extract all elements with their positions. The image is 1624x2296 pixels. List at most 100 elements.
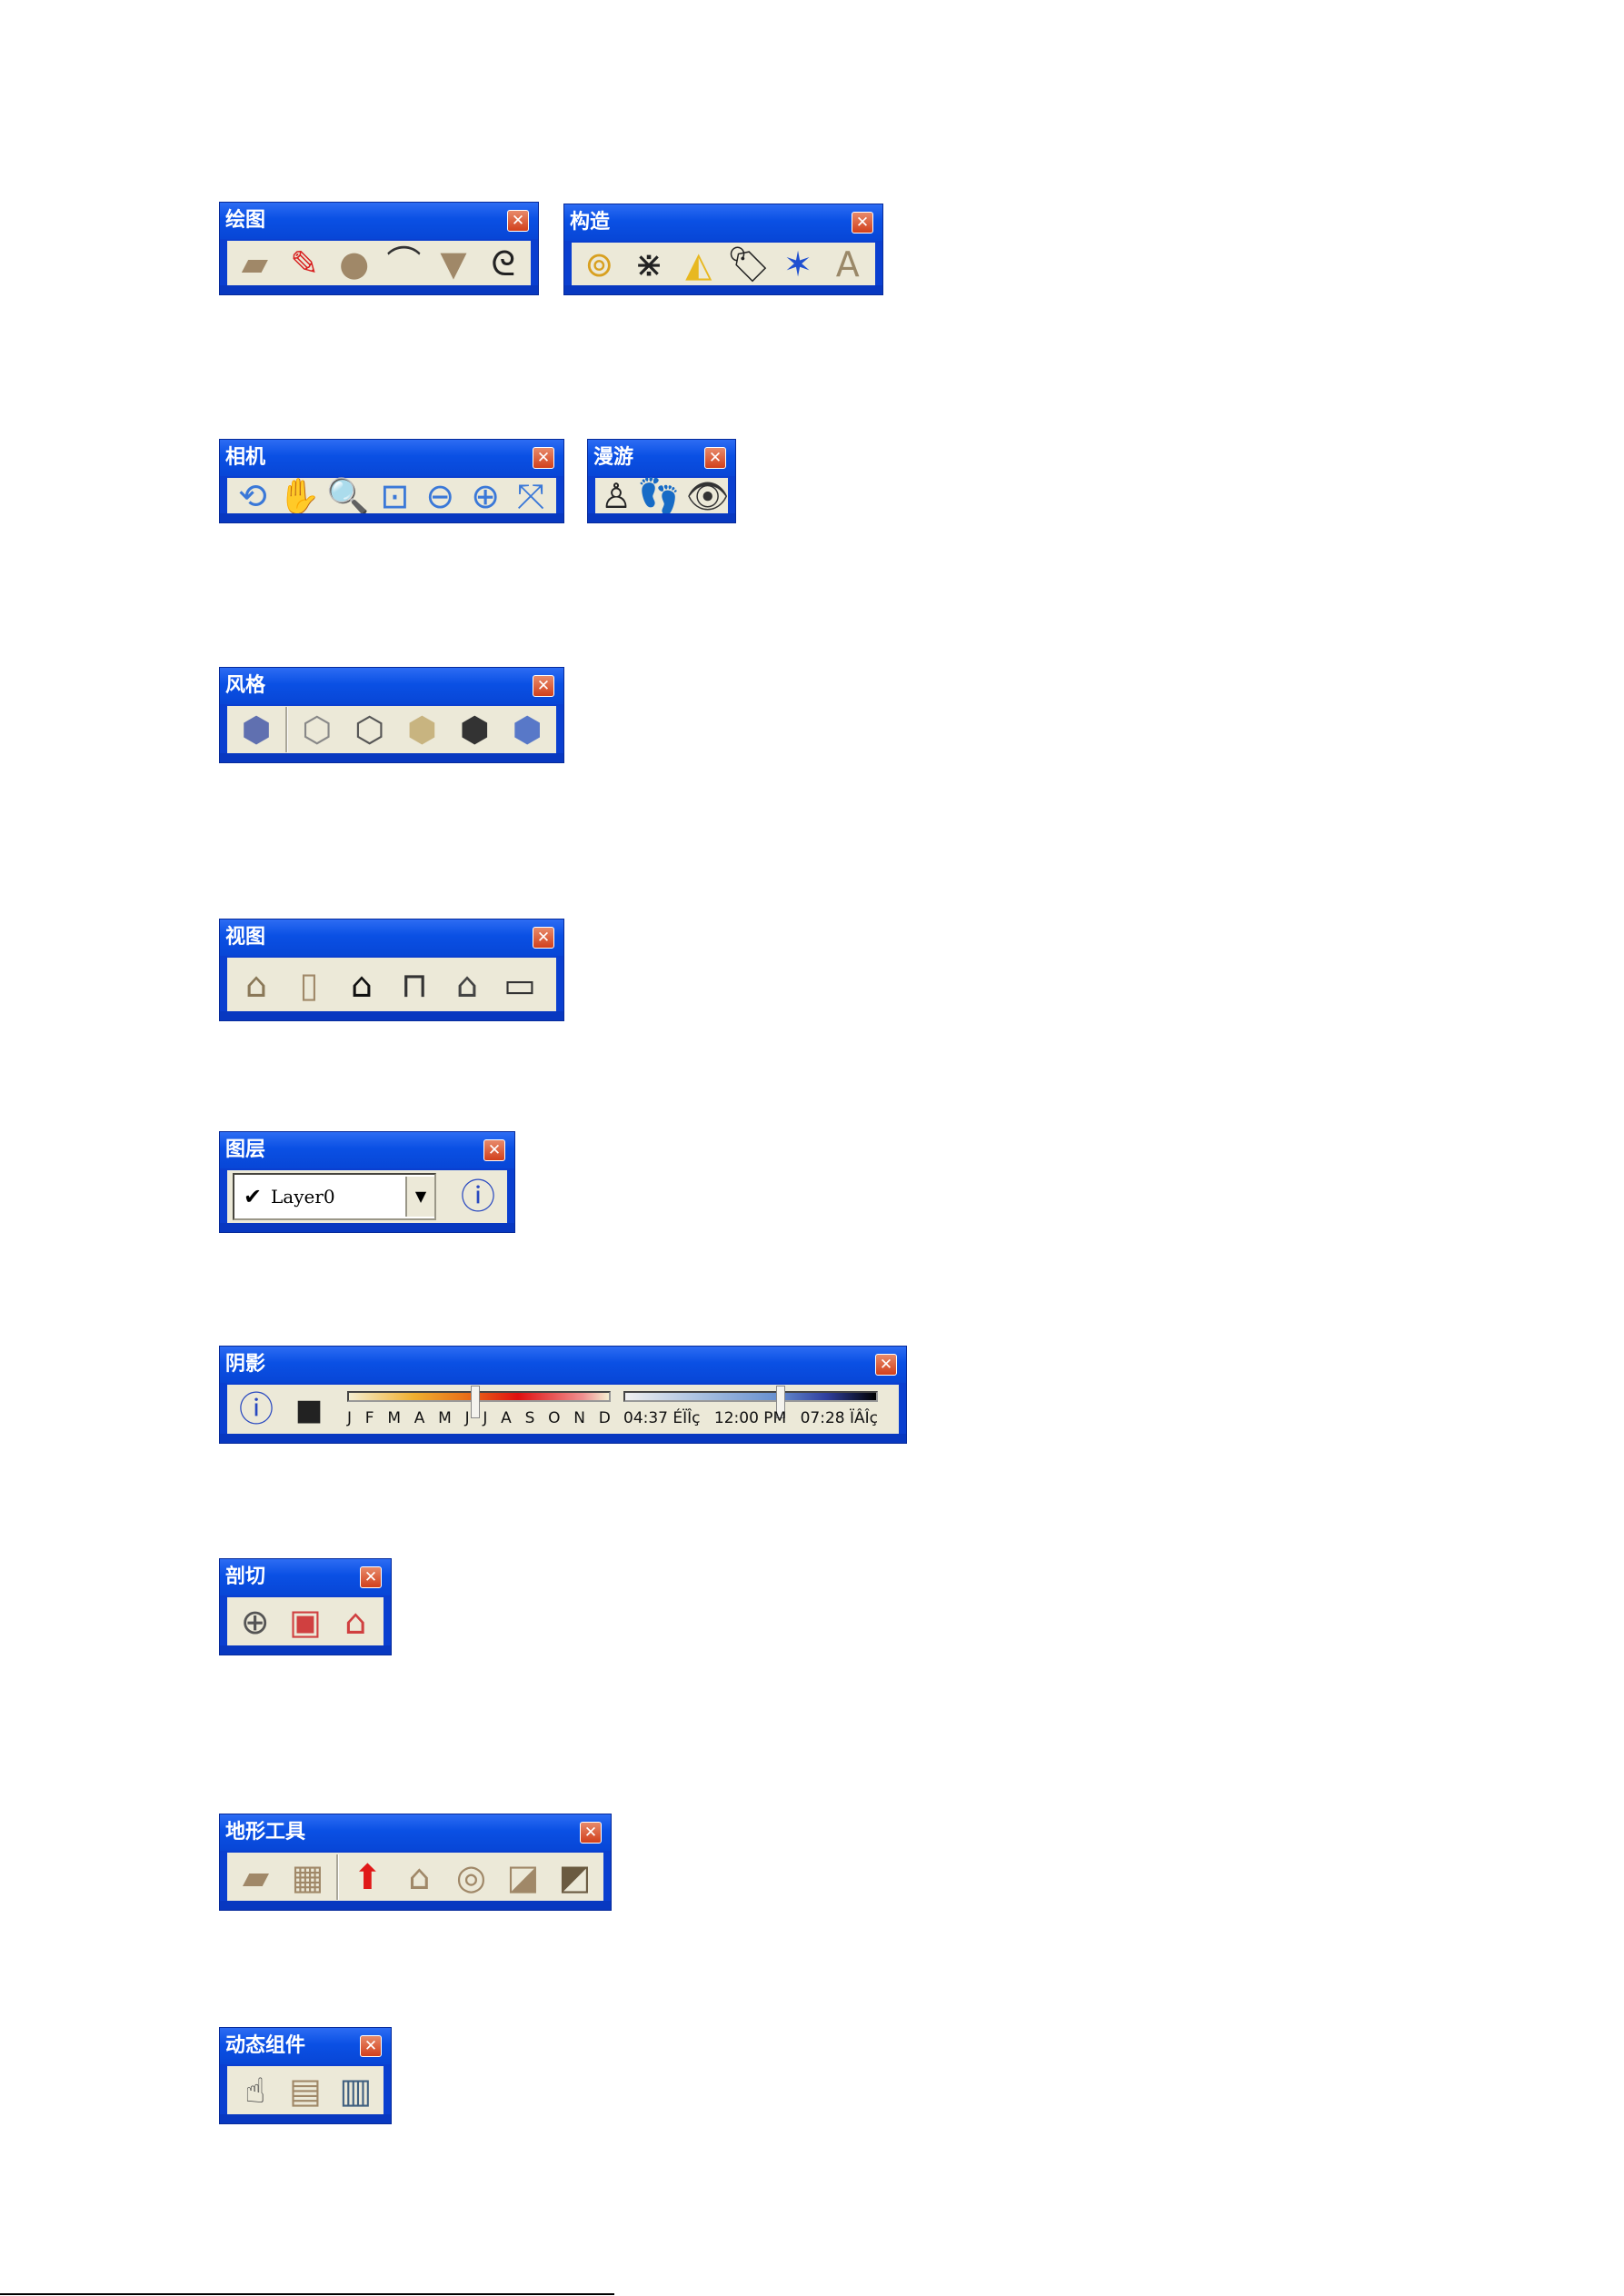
close-button[interactable]: ✕ xyxy=(852,212,873,234)
drape-icon[interactable]: ◎ xyxy=(455,1856,487,1897)
next-view-icon[interactable]: ⊕ xyxy=(471,475,501,516)
front-view-icon[interactable]: ⌂ xyxy=(350,964,374,1005)
toolbar-title-bar[interactable]: 漫游 ✕ xyxy=(588,440,735,476)
close-button[interactable]: ✕ xyxy=(483,1139,505,1161)
toolbar-title-bar[interactable]: 视图 ✕ xyxy=(220,919,563,956)
previous-view-icon[interactable]: ⊖ xyxy=(425,475,455,516)
toolbar-bottom-border xyxy=(220,1901,611,1910)
shaded-icon[interactable]: ⬢ xyxy=(406,710,437,750)
toolbar-bottom-border xyxy=(220,753,563,762)
month-label: A xyxy=(413,1409,425,1427)
time-slider-thumb[interactable] xyxy=(776,1386,785,1418)
left-view-icon[interactable]: ▭ xyxy=(503,964,536,1005)
toolbar-body: ⊕ ▣ ⌂ xyxy=(227,1597,384,1645)
component-attributes-icon[interactable]: ▥ xyxy=(339,2070,373,2111)
layer-dropdown-value: Layer0 xyxy=(271,1186,335,1208)
toolbar-title: 绘图 xyxy=(225,209,266,232)
close-button[interactable]: ✕ xyxy=(360,1566,382,1588)
back-view-icon[interactable]: ⌂ xyxy=(455,964,479,1005)
section-cuts-icon[interactable]: ▣ xyxy=(289,1601,322,1642)
section-fill-icon[interactable]: ⌂ xyxy=(344,1601,367,1642)
pan-icon[interactable]: ✋ xyxy=(277,475,322,516)
shaded-texture-icon[interactable]: ⬢ xyxy=(459,710,490,750)
time-slider-track xyxy=(623,1391,878,1402)
stamp-icon[interactable]: ⌂ xyxy=(408,1856,431,1897)
top-view-icon[interactable]: ⊓ xyxy=(401,964,428,1005)
toolbar-title-bar[interactable]: 图层 ✕ xyxy=(220,1132,514,1168)
zoom-extents-icon[interactable]: ⤧ xyxy=(516,475,545,516)
toolbar-title-bar[interactable]: 绘图 ✕ xyxy=(220,203,538,239)
toolbar-title-bar[interactable]: 风格✕ xyxy=(220,668,563,704)
toolbar-title: 构造 xyxy=(570,211,611,234)
toolbar-title-bar[interactable]: 地形工具✕ xyxy=(220,1814,611,1851)
toolbar-title: 漫游 xyxy=(593,446,634,469)
zoom-icon[interactable]: 🔍 xyxy=(326,475,370,516)
toolbar-title-bar[interactable]: 相机✕ xyxy=(220,440,563,476)
arc-icon[interactable]: ⌒ xyxy=(386,243,422,283)
polygon-icon[interactable]: ▼ xyxy=(440,243,467,283)
page-divider-line xyxy=(0,2293,614,2295)
layer-manager-icon[interactable]: ⓘ xyxy=(460,1177,495,1217)
interact-icon[interactable]: ☝ xyxy=(244,2070,266,2111)
close-button[interactable]: ✕ xyxy=(507,210,529,232)
component-options-icon[interactable]: ▤ xyxy=(289,2070,322,2111)
dimension-icon[interactable]: ⋇ xyxy=(634,244,663,284)
axes-icon[interactable]: ✶ xyxy=(783,244,812,284)
toolbar-title-bar[interactable]: 动态组件✕ xyxy=(220,2028,391,2064)
orbit-icon[interactable]: ⟲ xyxy=(238,475,267,516)
monochrome-icon[interactable]: ⬢ xyxy=(512,710,543,750)
tape-measure-icon[interactable]: ⊚ xyxy=(584,244,614,284)
wireframe-icon[interactable]: ⬡ xyxy=(302,710,333,750)
iso-view-icon[interactable]: ⌂ xyxy=(244,964,268,1005)
protractor-icon[interactable]: ◭ xyxy=(685,244,712,284)
close-button[interactable]: ✕ xyxy=(704,447,726,469)
month-label: O xyxy=(548,1409,561,1427)
xray-icon[interactable]: ⬢ xyxy=(241,710,272,750)
flip-edge-icon[interactable]: ◩ xyxy=(558,1856,592,1897)
toolbar-title-bar[interactable]: 构造 ✕ xyxy=(564,204,882,241)
close-button[interactable]: ✕ xyxy=(580,1822,602,1844)
rectangle-icon[interactable]: ▰ xyxy=(241,243,268,283)
position-camera-icon[interactable]: ♙ xyxy=(601,475,633,516)
from-scratch-icon[interactable]: ▦ xyxy=(291,1856,324,1897)
toolbar-body: ✔Layer0▼ⓘ xyxy=(227,1170,507,1223)
toolbar-bottom-border xyxy=(220,1434,906,1443)
month-label: F xyxy=(364,1409,374,1427)
zoom-window-icon[interactable]: ⊡ xyxy=(380,475,410,516)
toolbar-title: 视图 xyxy=(225,926,266,949)
circle-icon[interactable]: ● xyxy=(339,243,370,283)
close-button[interactable]: ✕ xyxy=(533,675,554,697)
walk-icon[interactable]: 👣 xyxy=(637,475,681,516)
toolbar-title-bar[interactable]: 剖切✕ xyxy=(220,1559,391,1595)
hidden-line-icon[interactable]: ⬡ xyxy=(354,710,385,750)
month-label: M xyxy=(438,1409,452,1427)
3d-text-icon[interactable]: A xyxy=(835,244,860,284)
toolbar-separator xyxy=(336,1854,339,1900)
pencil-icon[interactable]: ✎ xyxy=(290,243,319,283)
toolbar-title-bar[interactable]: 阴影✕ xyxy=(220,1347,906,1383)
chevron-down-icon[interactable]: ▼ xyxy=(405,1177,434,1217)
display-shadows-icon[interactable]: ◼ xyxy=(294,1389,324,1429)
toolbar-body: ⬢ ⬡ ⬡ ⬢ ⬢ ⬢ xyxy=(227,706,556,753)
close-button[interactable]: ✕ xyxy=(533,447,554,469)
layer-dropdown[interactable]: ✔Layer0▼ xyxy=(233,1173,436,1220)
close-button[interactable]: ✕ xyxy=(533,927,554,949)
add-detail-icon[interactable]: ◪ xyxy=(506,1856,540,1897)
section-plane-icon[interactable]: ⊕ xyxy=(240,1601,270,1642)
freehand-icon[interactable]: ᘓ xyxy=(491,243,516,283)
close-button[interactable]: ✕ xyxy=(875,1354,897,1376)
month-slider-thumb[interactable] xyxy=(471,1386,481,1418)
toolbar-title: 图层 xyxy=(225,1138,266,1161)
toolbar-body: ⌂ ▯ ⌂ ⊓ ⌂ ▭ xyxy=(227,958,556,1011)
close-button[interactable]: ✕ xyxy=(360,2035,382,2057)
shadow-settings-icon[interactable]: ⓘ xyxy=(238,1389,274,1429)
from-contours-icon[interactable]: ▰ xyxy=(242,1856,270,1897)
text-label-icon[interactable]: 🏷 xyxy=(726,244,771,284)
smoove-icon[interactable]: ⬆ xyxy=(353,1856,383,1897)
toolbar-separator xyxy=(284,707,288,752)
right-view-icon[interactable]: ▯ xyxy=(299,964,319,1005)
look-around-icon[interactable]: 👁 xyxy=(685,475,730,516)
